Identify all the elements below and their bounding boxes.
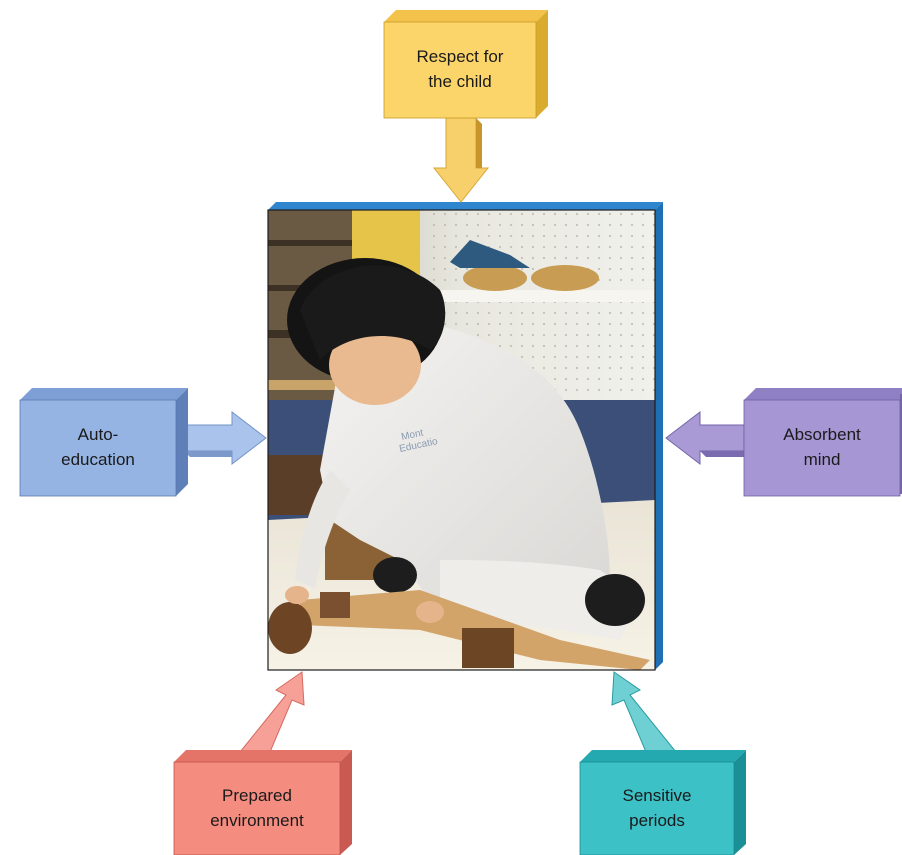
arrow-left (183, 410, 267, 466)
box-prepared-environment (173, 750, 352, 855)
photo-frame-side (655, 202, 663, 670)
arrow-top (432, 117, 490, 203)
arrow-bottom-left (238, 671, 305, 753)
label-auto-education: Auto- education (61, 425, 135, 469)
label-respect-for-the-child: Respect for the child (416, 47, 504, 91)
label-sensitive-periods: Sensitive periods (622, 785, 692, 830)
box-absorbent-mind (743, 388, 902, 497)
center-photo: Mont Educatio (267, 202, 663, 671)
box-respect-for-the-child (383, 10, 548, 119)
photo-frame-top (268, 202, 663, 210)
box-sensitive-periods (579, 750, 746, 855)
box-auto-education (19, 388, 188, 497)
arrow-bottom-right (611, 671, 678, 753)
arrow-right (665, 410, 745, 466)
shirt-print: Mont (400, 428, 424, 443)
label-absorbent-mind: Absorbent mind (783, 425, 861, 469)
label-prepared-environment: Prepared environment (210, 785, 304, 830)
